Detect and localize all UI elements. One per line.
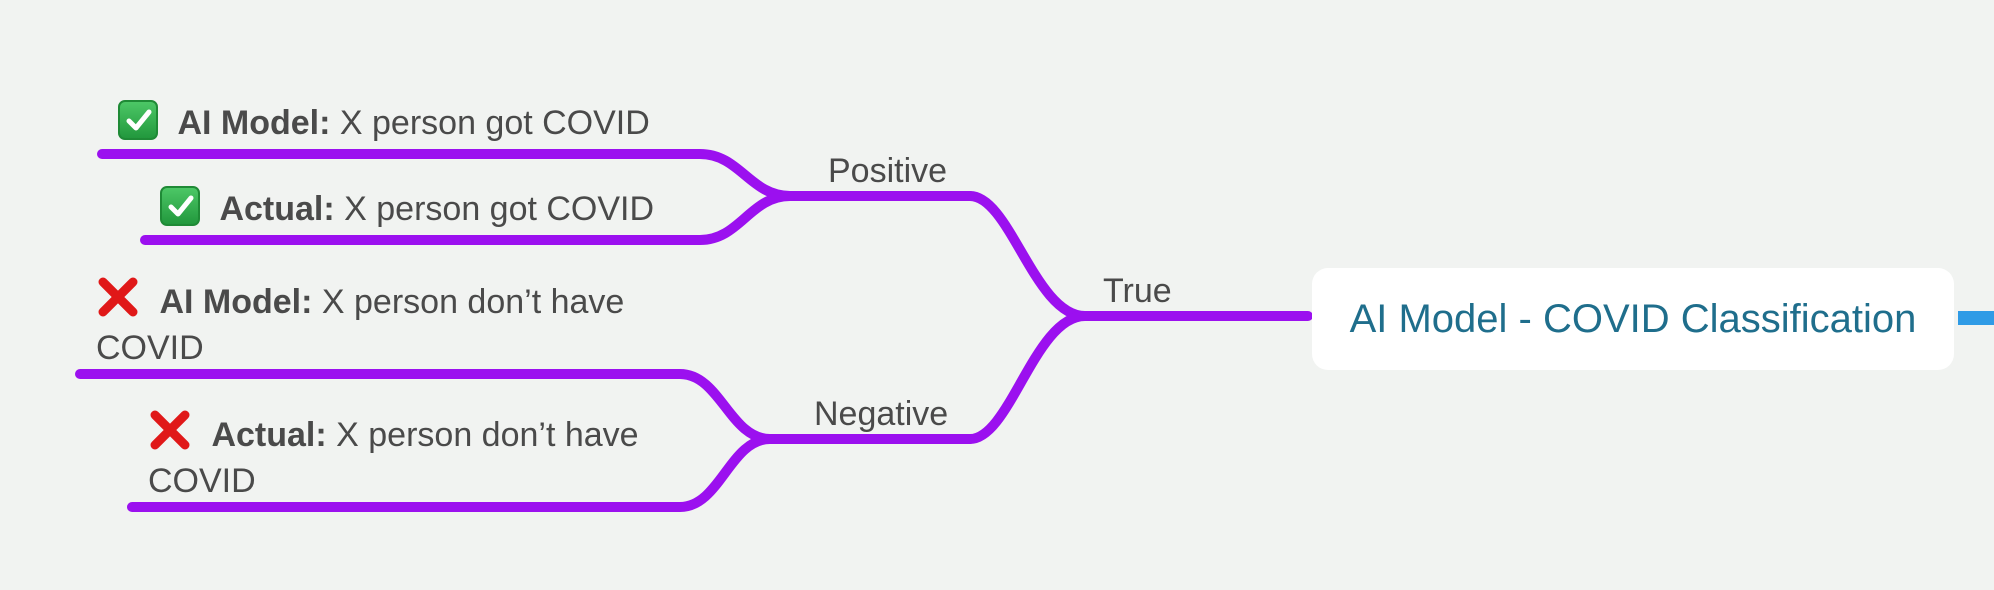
root-topic[interactable]: AI Model - COVID Classification: [1312, 268, 1954, 370]
leaf-negative-ai-model-heading: AI Model:: [159, 283, 313, 321]
cross-mark-icon: [148, 408, 192, 452]
branch-true-label: True: [1103, 272, 1172, 310]
branch-negative[interactable]: Negative: [814, 391, 948, 437]
branch-positive[interactable]: Positive: [828, 148, 947, 194]
leaf-positive-actual-text: X person got COVID: [344, 190, 655, 228]
branch-positive-label: Positive: [828, 152, 948, 190]
branch-true[interactable]: True: [1103, 268, 1172, 314]
leaf-negative-actual-heading: Actual:: [211, 416, 327, 454]
leaf-positive-actual[interactable]: Actual: X person got COVID: [160, 186, 654, 232]
connector-true-positive: [965, 191, 1090, 321]
cross-mark-icon: [96, 275, 140, 319]
check-mark-icon: [118, 100, 158, 140]
leaf-positive-actual-heading: Actual:: [219, 190, 335, 228]
leaf-positive-ai-model-heading: AI Model:: [177, 104, 331, 142]
branch-negative-label: Negative: [814, 395, 949, 433]
leaf-positive-ai-model-text: X person got COVID: [339, 104, 650, 142]
leaf-negative-actual[interactable]: Actual: X person don’t have COVID: [148, 408, 688, 504]
connector-negative-actual: [127, 434, 775, 512]
check-mark-icon: [160, 186, 200, 226]
leaf-positive-ai-model[interactable]: AI Model: X person got COVID: [118, 100, 650, 146]
leaf-negative-ai-model-text: X person don’t have COVID: [96, 283, 625, 367]
leaf-negative-ai-model[interactable]: AI Model: X person don’t have COVID: [96, 275, 686, 371]
root-topic-label: AI Model - COVID Classification: [1349, 296, 1917, 341]
connector-negative-model: [75, 369, 775, 444]
root-connector-line: [1958, 311, 1994, 325]
connector-positive-actual: [140, 191, 795, 245]
connector-true-negative: [965, 311, 1090, 444]
leaf-negative-actual-text: X person don’t have COVID: [148, 416, 639, 500]
